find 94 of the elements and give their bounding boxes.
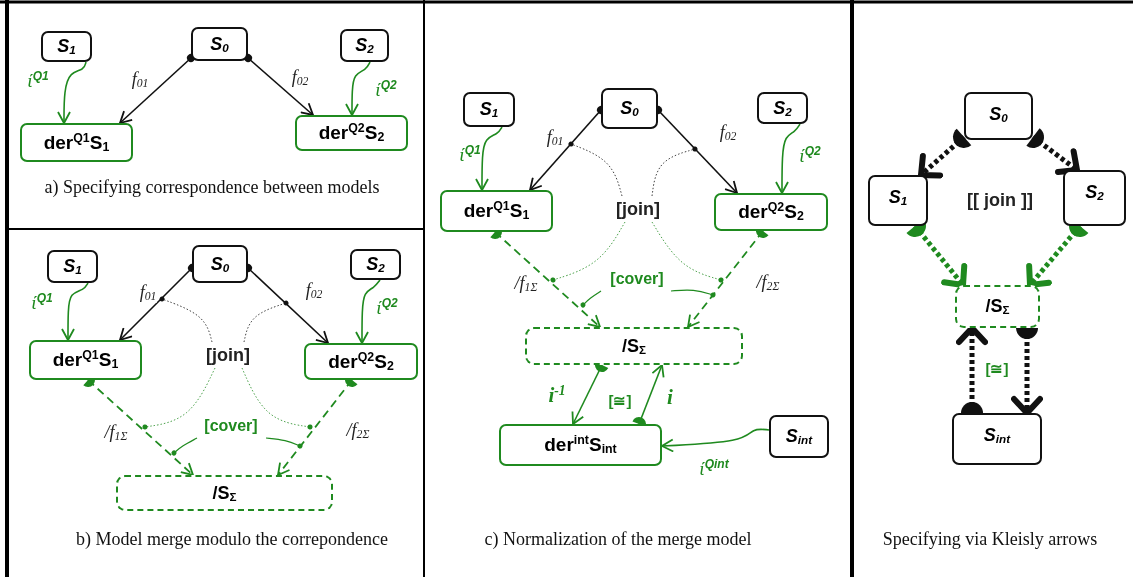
derived-model-box bbox=[499, 424, 662, 466]
arrow bbox=[345, 61, 371, 116]
edge-label: ί$^{Q2}$ bbox=[376, 297, 398, 317]
model-name: S$_{0}$ bbox=[210, 253, 230, 275]
model-name: der$^{Q2}$S$_{2}$ bbox=[318, 121, 385, 145]
model-name: der$^{Q2}$S$_{2}$ bbox=[328, 349, 394, 374]
model-box bbox=[757, 92, 808, 124]
model-name: /S$_{Σ}$ bbox=[622, 335, 646, 357]
model-name: S$_{1}$ bbox=[888, 187, 908, 208]
model-name: S$_{0}$ bbox=[989, 104, 1008, 125]
derived-model-box bbox=[714, 193, 828, 231]
arrow bbox=[57, 61, 87, 124]
edge-label: f$_{02}$ bbox=[291, 68, 309, 88]
arrow bbox=[244, 54, 314, 116]
edge-label: ί$^{Q2}$ bbox=[799, 145, 821, 165]
arrow bbox=[956, 325, 988, 413]
leader-line bbox=[171, 437, 198, 456]
model-name: S$_{1}$ bbox=[57, 36, 76, 57]
model-name: der$^{Q1}$S$_{1}$ bbox=[463, 199, 530, 223]
merge-model-box bbox=[525, 327, 743, 365]
model-name: /S$_{Σ}$ bbox=[985, 296, 1010, 317]
model-name: S$_{0}$ bbox=[210, 33, 229, 55]
edge-label: /f$_{2Σ}$ bbox=[346, 421, 370, 441]
arrow bbox=[1026, 128, 1080, 175]
cover-label: [cover] bbox=[190, 414, 272, 438]
model-name: S$_{1}$ bbox=[479, 99, 499, 120]
model-name: S$_{2}$ bbox=[773, 97, 792, 119]
edge-label: /f$_{1Σ}$ bbox=[104, 423, 128, 443]
edge-label: ί$^{Q1}$ bbox=[27, 70, 49, 90]
edge-label: /f$_{2Σ}$ bbox=[756, 273, 780, 293]
leader-line bbox=[580, 290, 602, 308]
edge-label: f$_{01}$ bbox=[139, 283, 157, 303]
panel-caption: c) Normalization of the merge model bbox=[483, 528, 753, 551]
join-label: [[ join ]] bbox=[950, 186, 1050, 214]
model-box bbox=[1063, 170, 1126, 226]
arrow bbox=[475, 126, 503, 191]
arrow bbox=[61, 282, 89, 341]
arrow bbox=[355, 279, 381, 344]
model-name: der$^{int}$S$_{int}$ bbox=[544, 433, 617, 457]
model-box bbox=[868, 175, 928, 226]
panel-caption: b) Model merge modulo the correpondence bbox=[74, 528, 390, 551]
model-box bbox=[47, 250, 98, 283]
model-name: S$_{int}$ bbox=[983, 425, 1011, 446]
model-name: S$_{0}$ bbox=[620, 98, 639, 119]
panel-caption: Specifying via Kleisly arrows bbox=[881, 528, 1099, 551]
model-name: der$^{Q2}$S$_{2}$ bbox=[738, 200, 804, 224]
isomorphism-label: [≅] bbox=[985, 358, 1009, 379]
join-label: [join] bbox=[198, 342, 258, 368]
edge-label: f$_{02}$ bbox=[719, 123, 737, 143]
merge-model-box bbox=[116, 475, 333, 511]
model-name: /S$_{Σ}$ bbox=[212, 482, 237, 504]
model-box bbox=[41, 31, 92, 62]
model-box bbox=[964, 92, 1033, 140]
leader-line bbox=[670, 289, 716, 298]
leader-line bbox=[265, 437, 303, 449]
model-box bbox=[769, 415, 829, 458]
isomorphism-label: [≅] bbox=[608, 390, 632, 411]
edge-label: ί$^{Qint}$ bbox=[699, 458, 729, 478]
model-box bbox=[191, 27, 248, 61]
join-label: [join] bbox=[608, 196, 668, 222]
edge-label: f$_{01}$ bbox=[131, 70, 149, 90]
model-box bbox=[601, 88, 658, 129]
edge-label: ί$^{Q2}$ bbox=[375, 79, 397, 99]
model-box bbox=[350, 249, 401, 280]
model-box bbox=[952, 413, 1042, 465]
edge-label: f$_{01}$ bbox=[546, 128, 564, 148]
edge-label: f$_{02}$ bbox=[305, 281, 323, 301]
model-name: der$^{Q1}$S$_{1}$ bbox=[43, 130, 110, 155]
edge-label: /f$_{1Σ}$ bbox=[514, 274, 538, 294]
model-box bbox=[340, 29, 389, 62]
model-name: S$_{1}$ bbox=[63, 256, 82, 277]
arrow bbox=[918, 128, 972, 179]
derived-model-box bbox=[20, 123, 133, 162]
cover-label: [cover] bbox=[596, 267, 678, 291]
arrow bbox=[119, 54, 195, 124]
edge-label: ί$^{Q1}$ bbox=[459, 144, 481, 164]
model-name: S$_{2}$ bbox=[366, 254, 385, 275]
arrow bbox=[775, 123, 801, 194]
arrow bbox=[632, 364, 665, 427]
derived-model-box bbox=[304, 343, 418, 380]
model-box bbox=[463, 92, 515, 127]
arrow bbox=[1011, 328, 1043, 416]
model-name: S$_{2}$ bbox=[355, 35, 374, 56]
edge-label: ί$^{Q1}$ bbox=[31, 292, 53, 312]
model-name: S$_{int}$ bbox=[785, 426, 813, 447]
merge-model-box bbox=[955, 285, 1040, 328]
model-box bbox=[192, 245, 248, 283]
derived-model-box bbox=[29, 340, 142, 380]
derived-model-box bbox=[440, 190, 553, 232]
arrow bbox=[661, 428, 770, 453]
derived-model-box bbox=[295, 115, 408, 151]
panel-caption: a) Specifying correspondence between models bbox=[43, 176, 381, 199]
model-name: der$^{Q1}$S$_{1}$ bbox=[52, 348, 119, 372]
model-name: S$_{2}$ bbox=[1085, 182, 1104, 203]
